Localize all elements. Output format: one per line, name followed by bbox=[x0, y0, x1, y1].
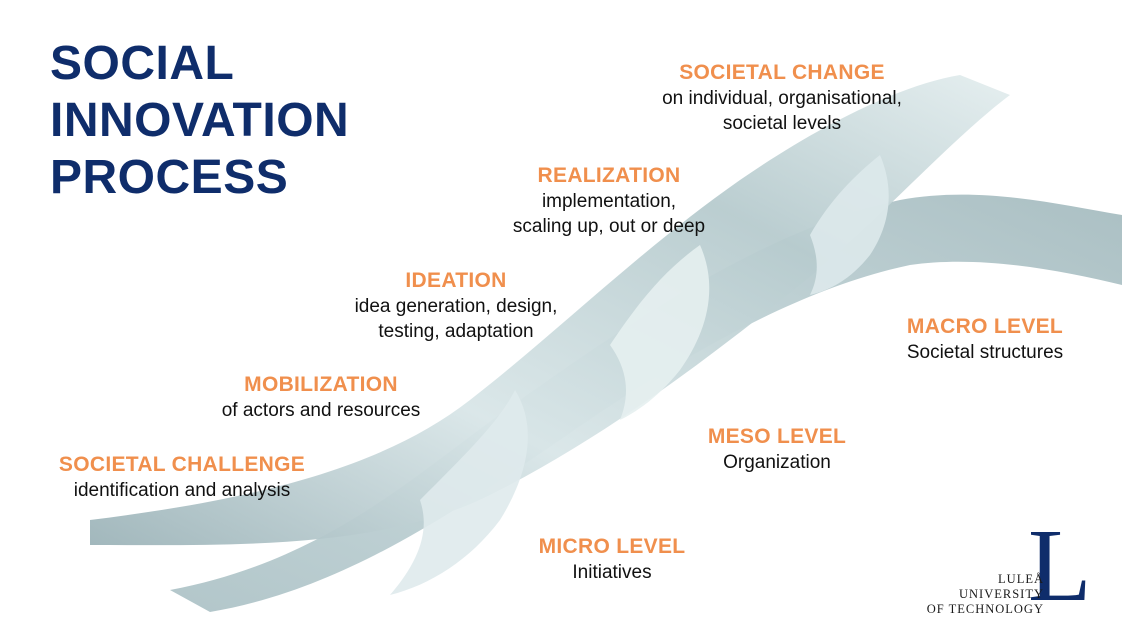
title-line-3: PROCESS bbox=[50, 151, 289, 204]
stage-ideation: IDEATION idea generation, design, testin… bbox=[326, 267, 586, 344]
stage-heading: SOCIETAL CHANGE bbox=[679, 61, 885, 84]
logo-letter: L bbox=[1028, 508, 1092, 623]
stage-description-line-1: idea generation, design, bbox=[354, 296, 558, 317]
stage-description-line-1: on individual, organisational, bbox=[662, 88, 902, 109]
ribbon-twist-middle bbox=[610, 245, 710, 420]
stage-heading: IDEATION bbox=[405, 269, 507, 292]
stage-heading: MOBILIZATION bbox=[244, 373, 398, 396]
level-heading: MESO LEVEL bbox=[707, 425, 847, 448]
level-description: Societal structures bbox=[906, 342, 1064, 363]
stage-mobilization: MOBILIZATION of actors and resources bbox=[196, 371, 446, 423]
logo-line-3: OF TECHNOLOGY bbox=[926, 602, 1044, 616]
stage-description: identification and analysis bbox=[73, 480, 291, 501]
stage-heading: REALIZATION bbox=[537, 164, 681, 187]
title-line-2: INNOVATION bbox=[50, 94, 350, 147]
stage-societal-change: SOCIETAL CHANGE on individual, organisat… bbox=[632, 59, 932, 136]
stage-heading: SOCIETAL CHALLENGE bbox=[58, 453, 306, 476]
page-title: SOCIAL INNOVATION PROCESS bbox=[50, 35, 349, 206]
stage-description-line-2: societal levels bbox=[722, 113, 842, 134]
title-line-1: SOCIAL bbox=[50, 37, 235, 90]
stage-description-line-2: scaling up, out or deep bbox=[512, 216, 706, 237]
stage-description-line-2: testing, adaptation bbox=[378, 321, 534, 342]
level-heading: MACRO LEVEL bbox=[906, 315, 1064, 338]
university-logo: L LULEÅ UNIVERSITY OF TECHNOLOGY bbox=[927, 514, 1108, 624]
logo-line-2: UNIVERSITY bbox=[959, 587, 1044, 601]
level-meso: MESO LEVEL Organization bbox=[677, 423, 877, 475]
stage-realization: REALIZATION implementation, scaling up, … bbox=[489, 162, 729, 239]
stage-description: of actors and resources bbox=[221, 400, 421, 421]
stage-societal-challenge: SOCIETAL CHALLENGE identification and an… bbox=[42, 451, 322, 503]
level-heading: MICRO LEVEL bbox=[538, 535, 686, 558]
level-description: Initiatives bbox=[572, 562, 652, 583]
logo-line-1: LULEÅ bbox=[998, 572, 1044, 586]
stage-description-line-1: implementation, bbox=[541, 191, 677, 212]
ribbon-rising-band bbox=[90, 75, 1010, 546]
level-macro: MACRO LEVEL Societal structures bbox=[870, 313, 1100, 365]
level-description: Organization bbox=[723, 452, 831, 473]
ribbon-twist-lower bbox=[390, 390, 528, 595]
logo-wordmark: LULEÅ UNIVERSITY OF TECHNOLOGY bbox=[874, 572, 1044, 617]
ribbon-twist-upper bbox=[810, 155, 889, 295]
level-micro: MICRO LEVEL Initiatives bbox=[512, 533, 712, 585]
